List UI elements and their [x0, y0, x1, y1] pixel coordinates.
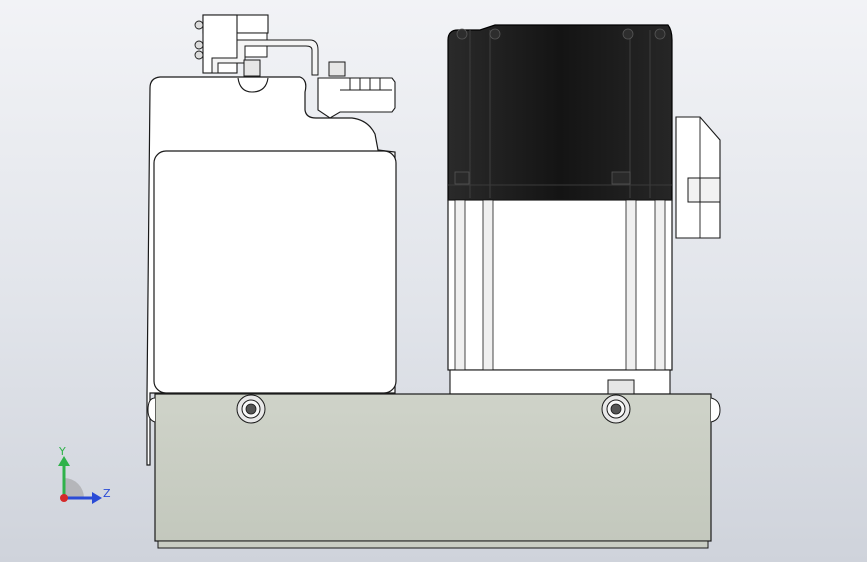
left-housing[interactable] — [146, 76, 397, 466]
z-axis-label: Z — [103, 487, 111, 500]
fluid-fitting[interactable] — [317, 77, 396, 119]
y-axis-label: Y — [58, 445, 66, 458]
motor-housing[interactable] — [447, 199, 673, 395]
stepper-motor[interactable] — [447, 24, 673, 201]
y-arrow-head-icon — [58, 456, 70, 466]
screw-hole-icon — [601, 394, 631, 424]
base-plate[interactable] — [147, 393, 721, 549]
housing-front-panel — [153, 150, 397, 394]
top-clamp-bracket[interactable] — [194, 14, 346, 77]
bolt-icon — [194, 40, 204, 50]
side-mount-bracket[interactable] — [675, 116, 721, 239]
screw-hole-icon — [236, 394, 266, 424]
x-axis-dot-icon — [60, 494, 68, 502]
bolt-icon — [194, 20, 204, 30]
bolt-icon — [194, 50, 204, 60]
z-arrow-head-icon — [92, 492, 102, 504]
orientation-triad[interactable]: Y Z — [58, 445, 111, 504]
